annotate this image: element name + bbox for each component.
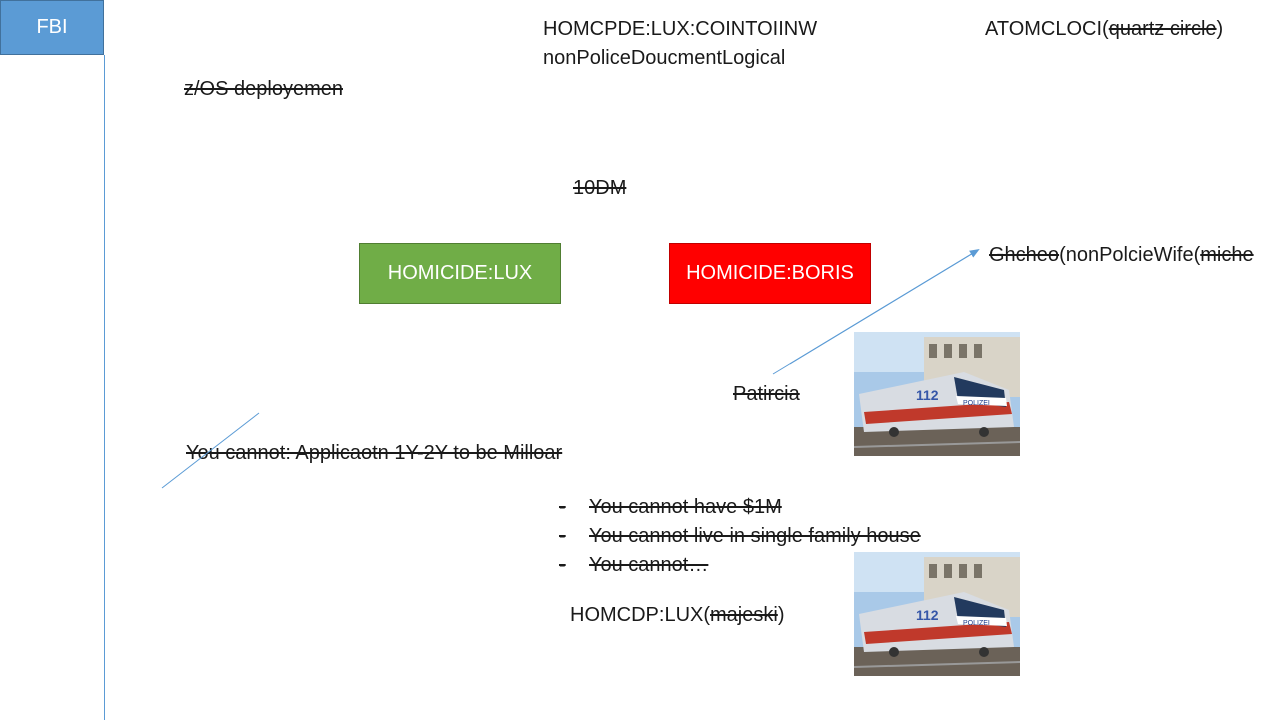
code-line-1: HOMCPDE:LUX:COINTOIINW [543,18,818,40]
patircia-note: Patircia [733,383,800,405]
homicide-lux-box[interactable]: HOMICIDE:LUX [359,243,561,304]
zos-note: z/OS deployemen [184,78,343,100]
list-item: -You cannot… [559,554,709,576]
atom-struck: quartz circle [1108,18,1217,40]
homcdp-suffix: ) [777,604,785,626]
fbi-label-box[interactable]: FBI [0,0,104,55]
svg-text:112: 112 [916,607,939,623]
svg-text:112: 112 [916,387,939,403]
list-item: -You cannot live in single family house [559,525,921,547]
code-line-2: nonPoliceDoucmentLogical [543,47,786,69]
homicide-lux-label: HOMICIDE:LUX [387,262,533,284]
train-photo-1: POLIZEI 112 [854,332,1020,456]
atom-suffix: ) [1216,18,1224,40]
ghcheo-note: Ghcheo(nonPolcieWife(miche [989,243,1280,267]
svg-text:POLIZEI: POLIZEI [963,620,990,627]
train-photo-icon: POLIZEI 112 [854,332,1020,456]
sidebar-divider [104,55,105,720]
ghcheo-mid: (nonPolcieWife( [1059,244,1201,266]
homicide-boris-box[interactable]: HOMICIDE:BORIS [669,243,871,304]
fbi-label: FBI [36,16,68,38]
train-photo-2: POLIZEI 112 [854,552,1020,676]
homcdp-lux-note: HOMCDP:LUX(majeski) [570,603,784,627]
homicide-boris-label: HOMICIDE:BORIS [686,262,854,284]
list-item: -You cannot have $1M [559,496,782,518]
atom-cloci-text: ATOMCLOCI(quartz circle) [985,17,1223,41]
bullet-list: -You cannot have $1M -You cannot live in… [559,495,921,582]
homcdp-prefix: HOMCDP:LUX( [570,604,711,626]
ghcheo-tail: miche [1200,244,1254,266]
svg-text:POLIZEI: POLIZEI [963,400,990,407]
you-cannot-main: You cannot: Applicaotn 1Y-2Y to be Millo… [186,442,563,464]
tendm-note: 10DM [573,177,627,199]
homcdp-struck: majeski [710,604,778,626]
train-photo-icon: POLIZEI 112 [854,552,1020,676]
ghcheo-struck: Ghcheo [989,244,1060,266]
atom-prefix: ATOMCLOCI( [985,18,1109,40]
